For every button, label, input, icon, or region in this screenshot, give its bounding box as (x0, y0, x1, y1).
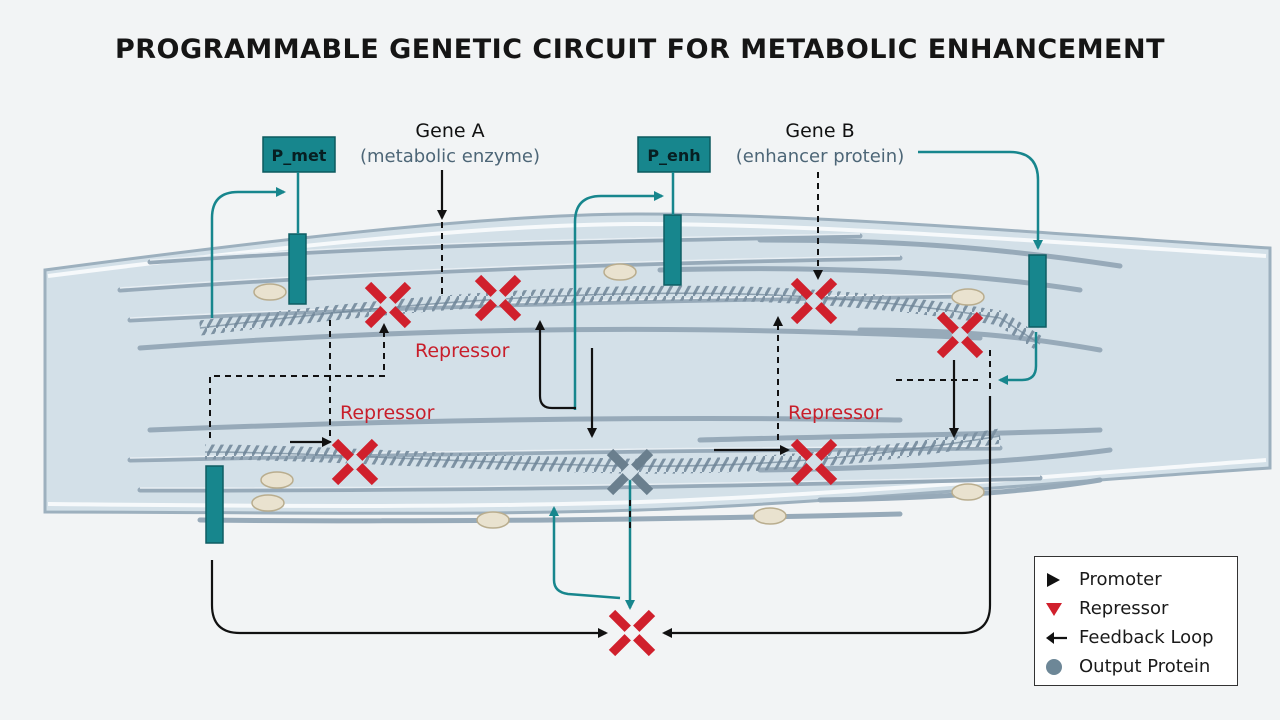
legend-item-output: Output Protein (1045, 652, 1237, 681)
output-repressor-x (608, 609, 656, 657)
gene-a-name: Gene A (415, 120, 484, 142)
repressor-x-6 (790, 438, 838, 486)
legend-item-promoter: Promoter (1045, 565, 1237, 594)
repressor-x-3 (790, 277, 838, 325)
gene-a-desc: (metabolic enzyme) (360, 146, 540, 167)
legend-label: Repressor (1079, 598, 1169, 619)
p-met-label: P_met (272, 146, 327, 165)
repressor-label-2: Repressor (340, 402, 435, 424)
p-met-box (262, 136, 336, 173)
promoter-block-lower (205, 465, 224, 544)
legend-label: Promoter (1079, 569, 1162, 590)
repressor-x-2 (474, 274, 522, 322)
inactive-x-center (606, 448, 654, 496)
legend-label: Feedback Loop (1079, 627, 1214, 648)
black-regulation-arrows (210, 170, 992, 638)
teal-activation-paths (210, 150, 1043, 610)
gene-b-name: Gene B (785, 120, 854, 142)
feedback-arrow-icon (1045, 630, 1079, 646)
repressor-label-3: Repressor (788, 402, 883, 424)
repressor-x-5 (331, 438, 379, 486)
legend: Promoter Repressor Feedback Loop Output … (1034, 556, 1238, 686)
legend-item-feedback: Feedback Loop (1045, 623, 1237, 652)
organelles (251, 263, 985, 529)
repressor-x-4 (936, 311, 984, 359)
legend-item-repressor: Repressor (1045, 594, 1237, 623)
gene-b-desc: (enhancer protein) (736, 146, 904, 167)
dashed-signal-lines (209, 172, 991, 530)
p-enh-label: P_enh (647, 146, 700, 165)
diagram-title: PROGRAMMABLE GENETIC CIRCUIT FOR METABOL… (114, 34, 1166, 65)
promoter-block-enh (663, 214, 682, 286)
output-protein-dot-icon (1045, 658, 1079, 676)
repressor-marks (331, 274, 984, 657)
repressor-triangle-icon (1045, 601, 1079, 617)
repressor-label-1: Repressor (415, 340, 510, 362)
legend-label: Output Protein (1079, 656, 1211, 677)
promoter-block-geneb (1028, 254, 1047, 328)
promoter-block-met (288, 233, 307, 305)
repressor-x-1 (364, 281, 412, 329)
promoter-triangle-icon (1045, 572, 1079, 588)
